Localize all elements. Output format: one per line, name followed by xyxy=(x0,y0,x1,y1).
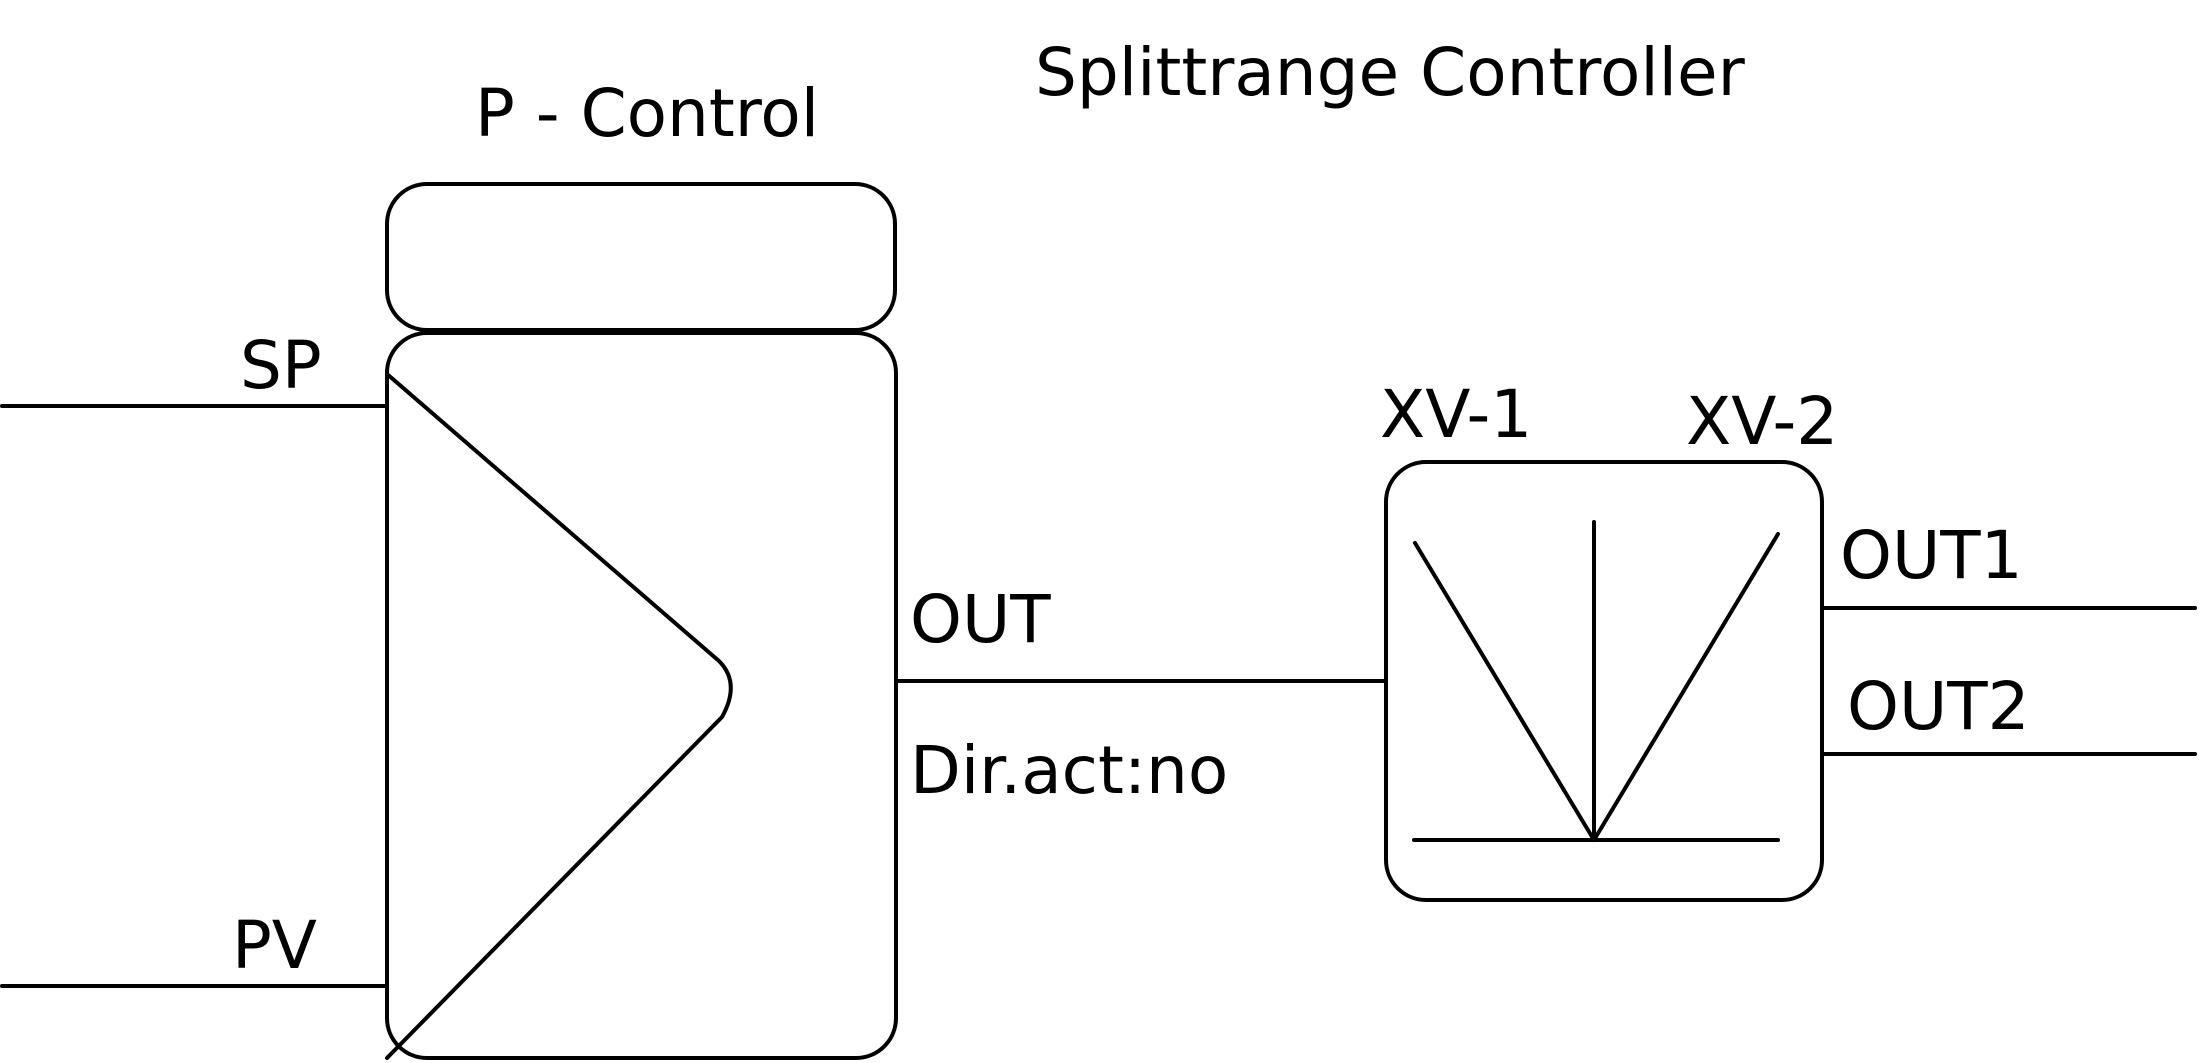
sp-label: SP xyxy=(240,327,322,404)
valve1-label: XV-1 xyxy=(1380,376,1532,453)
valve2-label: XV-2 xyxy=(1686,383,1838,460)
comparator-triangle-icon xyxy=(385,372,733,1060)
out1-label: OUT1 xyxy=(1840,517,2023,594)
diagram-title: Splittrange Controller xyxy=(1035,34,1746,111)
splitrange-box xyxy=(1384,460,1824,902)
controller-body-box xyxy=(385,331,898,1060)
out2-label: OUT2 xyxy=(1847,668,2030,745)
controller-header-box xyxy=(385,182,897,332)
split-range-icon xyxy=(1412,520,1780,842)
controller-name: P - Control xyxy=(475,75,819,152)
splitrange-block: XV-1 XV-2 xyxy=(1380,376,1838,902)
p-control-block: P - Control xyxy=(385,75,898,1060)
controller-output-label: OUT xyxy=(910,581,1051,658)
direction-label: Dir.act:no xyxy=(910,732,1228,809)
pv-label: PV xyxy=(232,907,317,984)
